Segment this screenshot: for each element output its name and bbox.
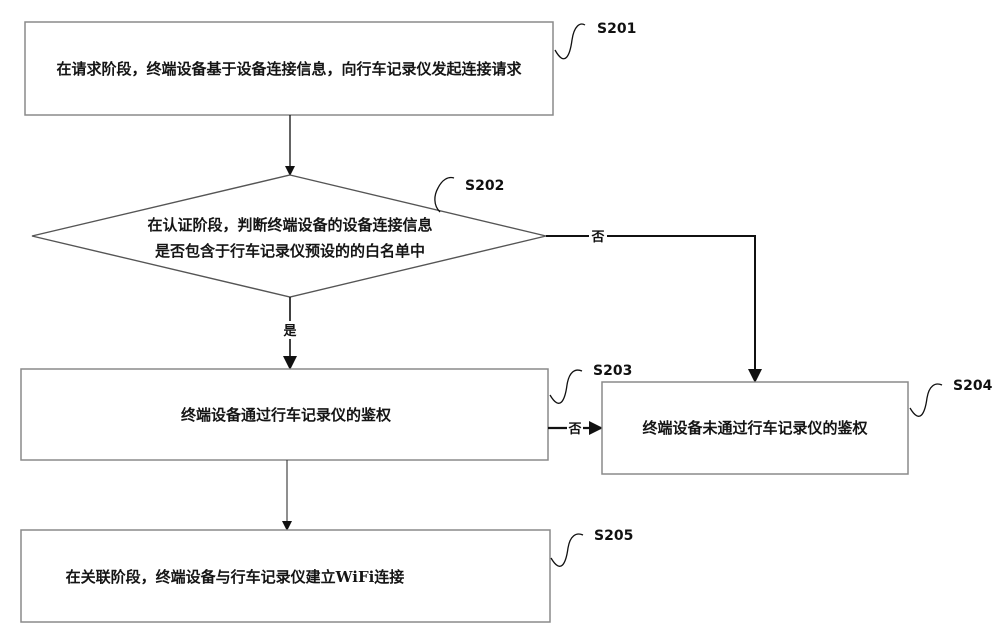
edge-s203-s204: 否	[548, 419, 603, 437]
edge-label-bg	[281, 321, 299, 339]
edge-label-no: 否	[590, 230, 604, 245]
callout-squiggle-icon	[550, 533, 584, 567]
process-box-s205	[20, 529, 551, 623]
edge-label-bg	[567, 419, 583, 437]
node-s202: 在认证阶段，判断终端设备的设备连接信息 是否包含于行车记录仪预设的的白名单中 S…	[31, 174, 547, 298]
process-box-s204	[601, 381, 909, 475]
node-s203: 终端设备通过行车记录仪的鉴权 S203	[20, 363, 632, 461]
step-label-s204: S204	[953, 378, 993, 394]
callout-squiggle-icon	[434, 176, 455, 213]
node-s202-text-line1: 在认证阶段，判断终端设备的设备连接信息	[147, 216, 432, 234]
node-s204: 终端设备未通过行车记录仪的鉴权 S204	[601, 378, 993, 475]
step-label-s203: S203	[593, 363, 632, 379]
edge-s202-s204: 否	[546, 227, 762, 383]
node-s205-text: 在关联阶段，终端设备与行车记录仪建立WiFi连接	[66, 568, 405, 586]
callout-squiggle-icon	[909, 383, 943, 417]
callout-squiggle-icon	[549, 369, 583, 404]
edge-label-no-2: 否	[567, 422, 581, 437]
node-s204-text: 终端设备未通过行车记录仪的鉴权	[642, 419, 868, 437]
node-s202-text-line2: 是否包含于行车记录仪预设的的白名单中	[154, 242, 425, 260]
callout-squiggle-icon	[554, 23, 586, 60]
node-s201: 在请求阶段，终端设备基于设备连接信息，向行车记录仪发起连接请求 S201	[24, 21, 636, 116]
node-s203-text: 终端设备通过行车记录仪的鉴权	[181, 406, 392, 424]
step-label-s202: S202	[465, 178, 504, 194]
edge-label-bg	[589, 227, 607, 245]
node-s205: 在关联阶段，终端设备与行车记录仪建立WiFi连接 S205	[20, 528, 633, 623]
edge-label-yes: 是	[282, 324, 297, 339]
process-box-s201	[24, 21, 554, 116]
process-box-s203	[20, 368, 549, 461]
edge-line	[546, 235, 762, 383]
node-s201-text: 在请求阶段，终端设备基于设备连接信息，向行车记录仪发起连接请求	[56, 60, 522, 78]
edge-s202-s203: 是	[281, 297, 299, 370]
step-label-s201: S201	[597, 21, 636, 37]
step-label-s205: S205	[594, 528, 633, 544]
